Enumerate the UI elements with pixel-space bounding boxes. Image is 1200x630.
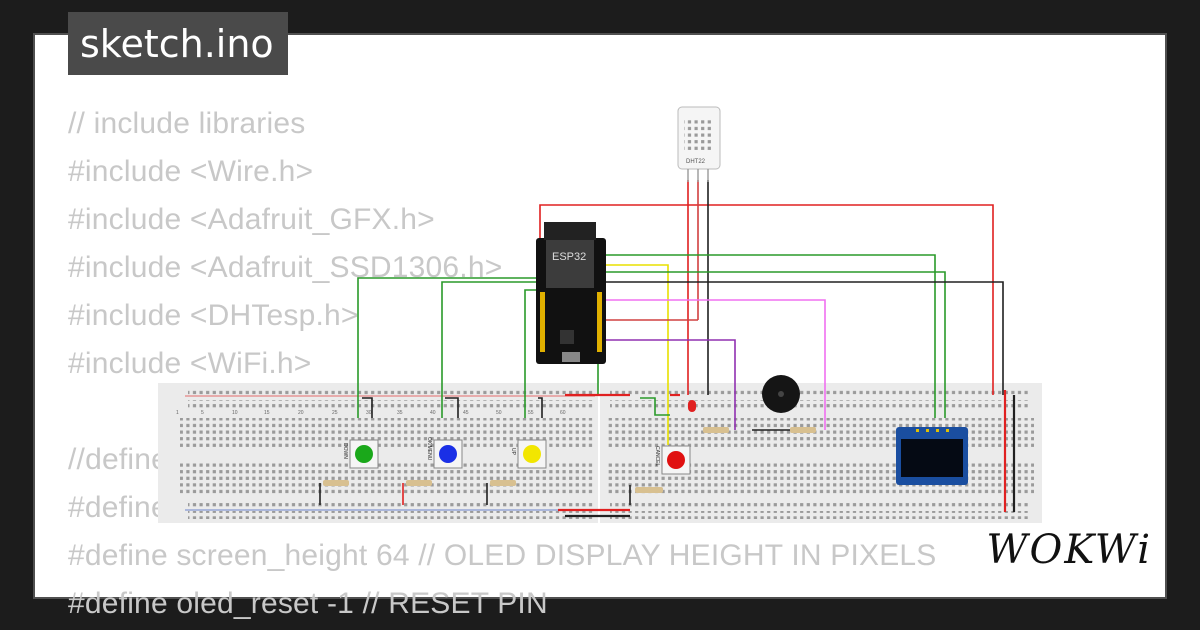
svg-text:55: 55	[528, 410, 534, 416]
file-title-tab[interactable]: sketch.ino	[68, 12, 288, 75]
code-line: #define screen_height 64 // OLED DISPLAY…	[68, 539, 937, 572]
svg-text:10: 10	[232, 410, 238, 416]
resistors	[323, 427, 816, 493]
file-title: sketch.ino	[80, 21, 274, 66]
pushbutton-cancel: CANCEL	[654, 445, 691, 475]
svg-text:45: 45	[463, 410, 469, 416]
svg-text:60: 60	[560, 410, 566, 416]
buzzer	[762, 375, 800, 413]
pushbutton-up: UP	[510, 439, 547, 469]
code-line: #include <Adafruit_SSD1306.h>	[68, 251, 503, 284]
code-line: #define	[68, 491, 168, 524]
pushbutton-ok-menu: OK/MENU	[426, 437, 463, 469]
svg-text:15: 15	[264, 410, 270, 416]
svg-text:CANCEL: CANCEL	[654, 446, 660, 467]
oled-display	[896, 427, 968, 485]
wokwi-logo-text: WOKWi	[986, 527, 1152, 573]
svg-text:50: 50	[496, 410, 502, 416]
code-line: #include <WiFi.h>	[68, 347, 312, 380]
wires	[319, 180, 1016, 518]
code-line: // include libraries	[68, 107, 306, 140]
esp32-board: ESP32	[536, 222, 606, 364]
svg-text:30: 30	[366, 410, 372, 416]
svg-text:1: 1	[176, 410, 179, 416]
svg-text:OK/MENU: OK/MENU	[426, 437, 432, 461]
svg-text:DHT22: DHT22	[686, 159, 706, 165]
svg-text:35: 35	[397, 410, 403, 416]
code-line: //define	[68, 443, 169, 476]
red-led	[688, 400, 696, 412]
svg-text:40: 40	[430, 410, 436, 416]
svg-text:UP: UP	[510, 448, 516, 456]
svg-text:DOWN: DOWN	[342, 443, 348, 459]
breadboard-numbers: 1 5 10 15 20 25 30 35 40 45 50 55 60	[176, 410, 566, 416]
code-line: #define oled_reset -1 // RESET PIN	[68, 587, 548, 620]
svg-text:20: 20	[298, 410, 304, 416]
dht22-sensor: DHT22	[677, 106, 721, 182]
code-line: #include <Adafruit_GFX.h>	[68, 203, 435, 236]
code-line: #include <Wire.h>	[68, 155, 314, 188]
pushbutton-down: DOWN	[342, 439, 379, 469]
svg-text:5: 5	[201, 410, 204, 416]
wokwi-logo: WOKWi	[986, 525, 1152, 575]
svg-text:25: 25	[332, 410, 338, 416]
svg-text:ESP32: ESP32	[552, 251, 586, 263]
code-line: #include <DHTesp.h>	[68, 299, 359, 332]
